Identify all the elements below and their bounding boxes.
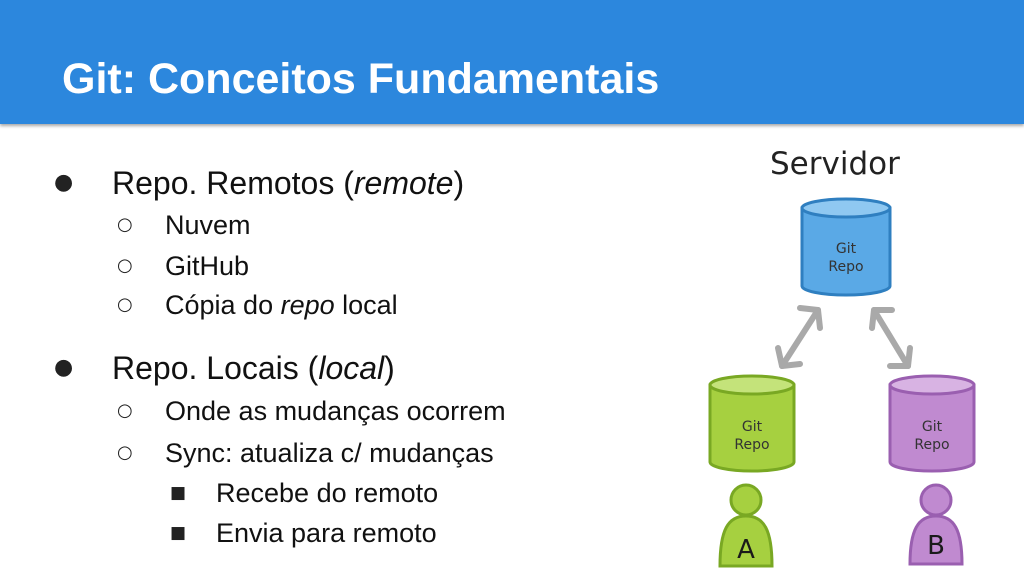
bullet-locals-italic: local (318, 350, 385, 386)
user-b-avatar-icon: B (908, 483, 964, 566)
slide-title: Git: Conceitos Fundamentais (62, 55, 660, 103)
server-repo-cylinder: Git Repo (800, 197, 892, 297)
copia-prefix: Cópia do (165, 290, 281, 320)
server-repo-label-1: Git (836, 241, 857, 257)
sub-bullet-marker: ○ (117, 442, 133, 463)
user-b-label: B (927, 531, 945, 561)
slide-header: Git: Conceitos Fundamentais (0, 0, 1024, 124)
sub-bullet-nuvem: Nuvem (165, 210, 251, 240)
square-bullet-marker: ■ (170, 523, 187, 543)
sync-arrow-left-icon (775, 305, 823, 369)
server-label: Servidor (770, 146, 900, 182)
sub-bullet-marker: ○ (117, 255, 133, 276)
bullet-locals-suffix: ) (384, 350, 395, 386)
sub-bullet-onde: Onde as mudanças ocorrem (165, 396, 506, 426)
diagram-svg: Git Repo Git Repo Git Repo (708, 197, 976, 568)
sub-bullet-marker: ○ (117, 294, 133, 315)
user-a-label: A (737, 535, 755, 565)
repo-b-label-1: Git (922, 419, 943, 435)
sub-bullet-sync: Sync: atualiza c/ mudanças (165, 438, 494, 468)
bullet-remotes-suffix: ) (453, 165, 465, 201)
sub-bullet-github: GitHub (165, 251, 250, 281)
server-repo-label-2: Repo (828, 259, 863, 275)
sync-arrow-right-icon (869, 307, 913, 369)
repo-b-label-2: Repo (914, 437, 949, 453)
local-repo-b-cylinder: Git Repo (888, 374, 976, 473)
sub-bullet-marker: ○ (117, 400, 133, 421)
copia-italic: repo (280, 290, 335, 320)
repo-a-label-1: Git (742, 419, 763, 435)
sub-sub-bullet-recebe: Recebe do remoto (216, 478, 439, 508)
bullet-marker: ● (54, 170, 74, 195)
bullet-locals-prefix: Repo. Locais ( (112, 350, 319, 386)
sub-sub-bullet-envia: Envia para remoto (216, 518, 437, 548)
bullet-list: ● Repo. Remotos (remote) ○ Nuvem ○ GitHu… (54, 163, 506, 548)
bullet-remotes-italic: remote (353, 165, 454, 201)
square-bullet-marker: ■ (170, 483, 187, 503)
bullet-remotes: Repo. Remotos (remote) (112, 163, 464, 203)
bullet-marker: ● (54, 355, 74, 380)
sub-bullet-marker: ○ (117, 214, 133, 235)
bullet-locals: Repo. Locais (local) (112, 348, 395, 388)
bullet-remotes-prefix: Repo. Remotos ( (112, 165, 354, 201)
copia-suffix: local (334, 290, 398, 320)
repo-a-label-2: Repo (734, 437, 769, 453)
sub-bullet-copia: Cópia do repo local (165, 288, 398, 322)
git-repo-diagram: Servidor Git Repo Git Repo (690, 140, 1024, 576)
local-repo-a-cylinder: Git Repo (708, 374, 796, 473)
user-a-avatar-icon: A (718, 483, 774, 568)
